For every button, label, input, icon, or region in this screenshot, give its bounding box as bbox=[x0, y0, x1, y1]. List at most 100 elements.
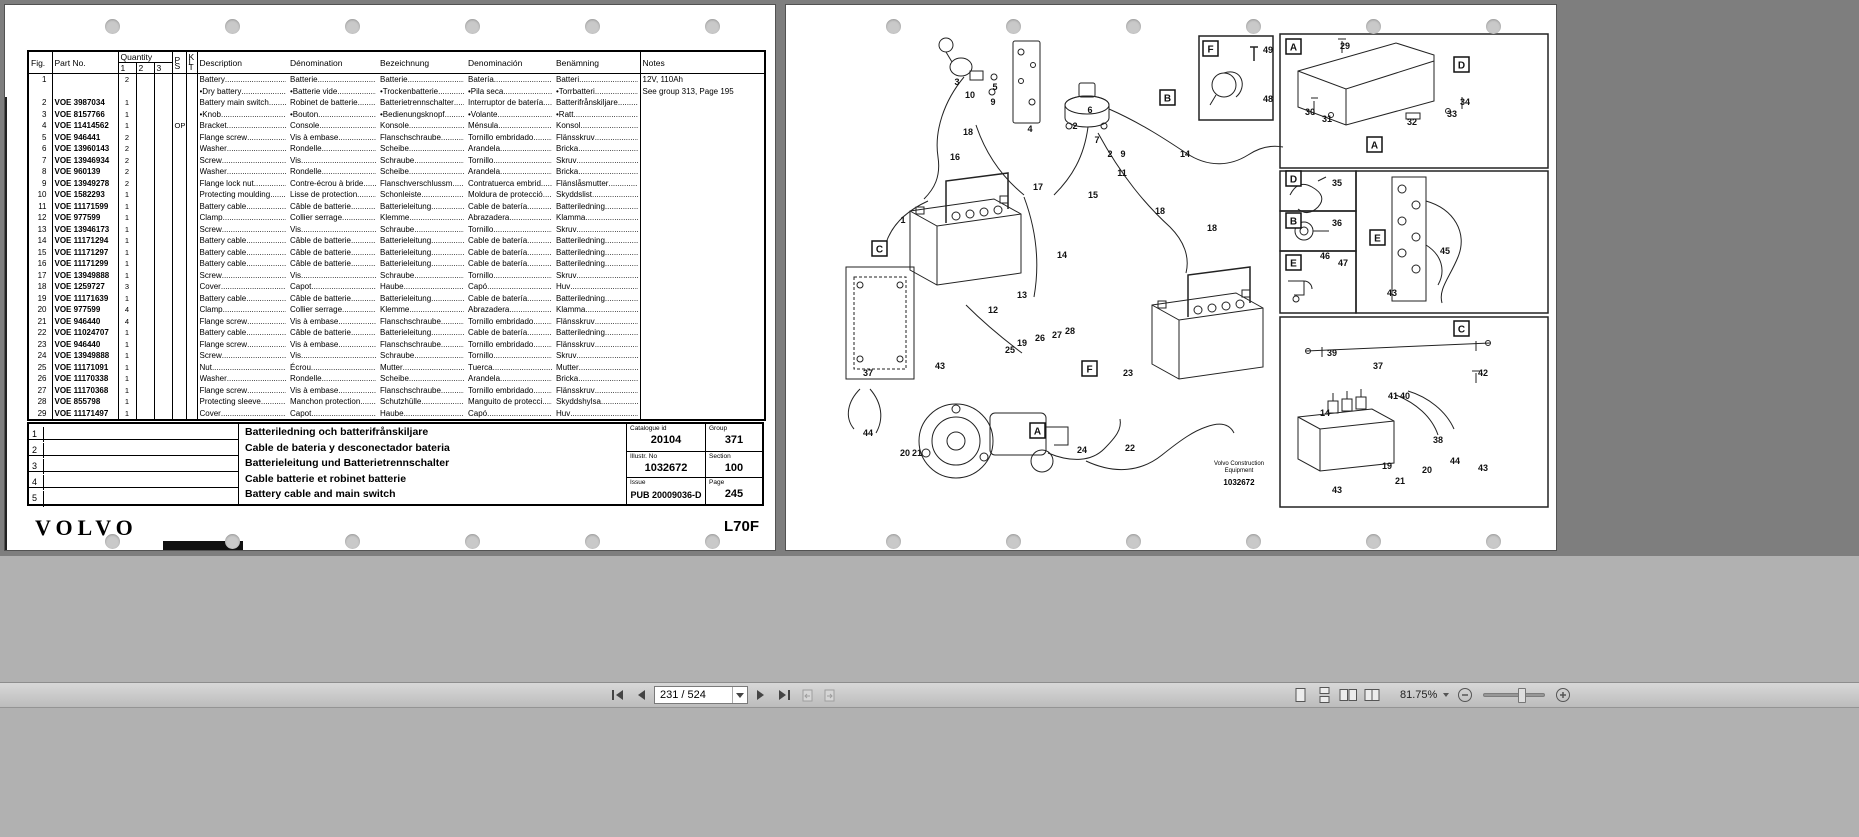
kit-cell bbox=[186, 292, 198, 304]
denominacion-cell: Cable de batería bbox=[466, 235, 554, 247]
denominacion-cell: Tornillo embridado bbox=[466, 132, 554, 144]
denominacion-cell: •Pila seca bbox=[466, 86, 554, 98]
next-page-button[interactable] bbox=[751, 686, 771, 704]
revision-number: 1 bbox=[29, 427, 44, 442]
qty3-cell bbox=[154, 246, 173, 258]
zoom-level-value[interactable]: 81.75% bbox=[1400, 689, 1438, 701]
last-page-button[interactable] bbox=[774, 686, 794, 704]
part-no-cell bbox=[52, 85, 119, 97]
callout-number: 21 bbox=[912, 448, 922, 458]
callout-number: 7 bbox=[1094, 135, 1099, 145]
zoom-out-button[interactable] bbox=[1455, 686, 1475, 704]
benamning-cell: Klamma bbox=[554, 212, 640, 224]
qty1-cell: 1 bbox=[118, 200, 137, 212]
callout-number: 37 bbox=[863, 368, 873, 378]
page-dropdown-arrow-icon[interactable] bbox=[732, 687, 747, 703]
fig-cell: 1 bbox=[28, 73, 53, 86]
qty3-cell bbox=[154, 384, 173, 396]
punch-hole bbox=[1126, 534, 1141, 549]
description-cell: Clamp bbox=[197, 304, 288, 316]
bezeichnung-cell: Scheibe bbox=[378, 166, 466, 178]
fig-cell: 3 bbox=[28, 108, 53, 120]
single-page-layout-button[interactable] bbox=[1290, 686, 1310, 704]
callout-number: 38 bbox=[1433, 435, 1443, 445]
previous-view-button[interactable] bbox=[797, 686, 817, 704]
qty3-cell bbox=[154, 235, 173, 247]
first-page-button[interactable] bbox=[608, 686, 628, 704]
benamning-cell: Skruv bbox=[554, 155, 640, 167]
previous-page-button[interactable] bbox=[631, 686, 651, 704]
description-cell: Screw bbox=[197, 224, 288, 236]
denominacion-cell: Abrazadera bbox=[466, 304, 554, 316]
book-view-layout-button[interactable] bbox=[1362, 686, 1382, 704]
bezeichnung-cell: Batterieleitung bbox=[378, 201, 466, 213]
next-view-icon bbox=[824, 689, 835, 701]
qty2-cell bbox=[136, 108, 155, 120]
kit-cell bbox=[186, 327, 198, 339]
group-value: 371 bbox=[724, 434, 744, 446]
callout-number: 16 bbox=[950, 152, 960, 162]
notes-cell bbox=[639, 235, 765, 247]
page-navigation: 231 / 524 bbox=[608, 686, 840, 704]
ps-cell bbox=[172, 373, 187, 385]
page-number-input[interactable]: 231 / 524 bbox=[654, 686, 748, 704]
callout-number: 28 bbox=[1065, 326, 1075, 336]
facing-pages-layout-button[interactable] bbox=[1338, 686, 1358, 704]
qty2-cell bbox=[136, 384, 155, 396]
kit-cell bbox=[186, 338, 198, 350]
part-no-cell: VOE 11170368 bbox=[52, 384, 119, 396]
part-no-cell: VOE 11171297 bbox=[52, 246, 119, 258]
denomination-cell: Vis bbox=[288, 224, 378, 236]
denominacion-cell: Manguito de protecci bbox=[466, 396, 554, 408]
denomination-cell: Rondelle bbox=[288, 143, 378, 155]
qty2-cell bbox=[136, 246, 155, 258]
callout-number: 37 bbox=[1373, 361, 1383, 371]
ps-cell bbox=[172, 235, 187, 247]
notes-cell bbox=[639, 177, 765, 189]
zoom-slider-thumb[interactable] bbox=[1518, 688, 1527, 703]
part-no-cell: VOE 960139 bbox=[52, 166, 119, 178]
next-view-button[interactable] bbox=[820, 686, 840, 704]
part-no-cell: VOE 11171091 bbox=[52, 361, 119, 373]
punch-hole bbox=[105, 19, 120, 34]
notes-cell bbox=[639, 361, 765, 373]
callout-number: 31 bbox=[1322, 114, 1332, 124]
callout-number: 44 bbox=[1450, 456, 1460, 466]
zoom-slider[interactable] bbox=[1483, 688, 1546, 703]
punch-hole bbox=[1246, 19, 1261, 34]
callout-number: 43 bbox=[935, 361, 945, 371]
benamning-cell: Flänsskruv bbox=[554, 132, 640, 144]
callout-number: 47 bbox=[1338, 258, 1348, 268]
qty3-cell bbox=[154, 407, 173, 420]
ps-cell bbox=[172, 338, 187, 350]
zoom-dropdown-arrow-icon[interactable] bbox=[1441, 693, 1451, 697]
letter-box bbox=[1366, 136, 1383, 153]
credit-line-2: Equipment bbox=[1224, 468, 1254, 474]
part-no-cell: VOE 11171299 bbox=[52, 258, 119, 270]
punch-hole bbox=[1366, 19, 1381, 34]
description-cell: Battery cable bbox=[197, 258, 288, 270]
zoom-in-button[interactable] bbox=[1553, 686, 1573, 704]
description-cell: Flange screw bbox=[197, 316, 288, 328]
part-no-cell: VOE 11170338 bbox=[52, 373, 119, 385]
denominacion-cell: Batería bbox=[466, 74, 554, 86]
fig-cell: 29 bbox=[28, 407, 53, 420]
qty2-cell bbox=[136, 120, 155, 132]
notes-cell bbox=[639, 223, 765, 235]
revision-row: 4 bbox=[29, 472, 238, 490]
denomination-cell: Contre-écrou à bride bbox=[288, 178, 378, 190]
denomination-cell: Vis bbox=[288, 270, 378, 282]
ps-cell bbox=[172, 131, 187, 143]
benamning-cell: Bricka bbox=[554, 373, 640, 385]
notes-cell: See group 313, Page 195 bbox=[639, 85, 765, 97]
continuous-layout-button[interactable] bbox=[1314, 686, 1334, 704]
letter-box bbox=[1285, 254, 1302, 271]
letter-box bbox=[1285, 38, 1302, 55]
